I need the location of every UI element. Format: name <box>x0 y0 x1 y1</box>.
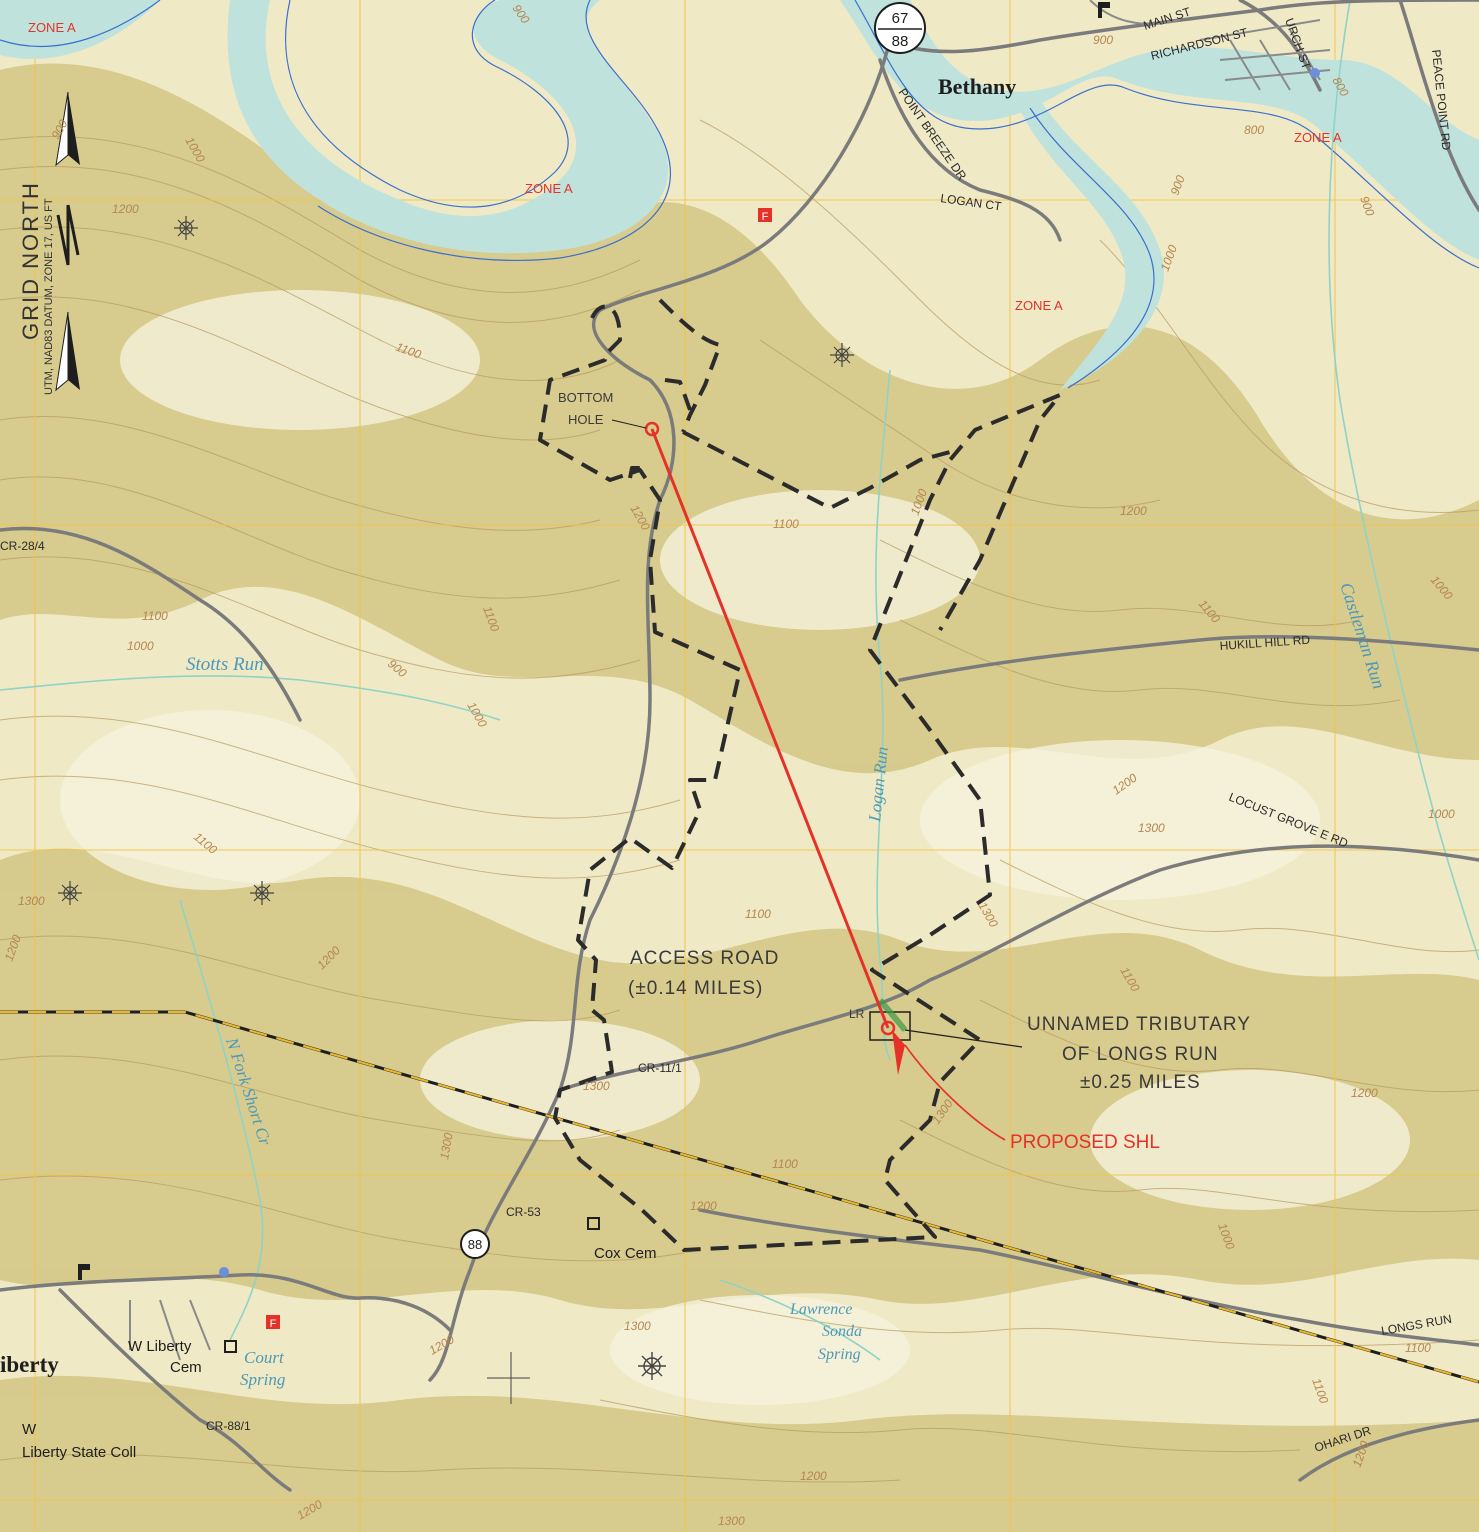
tributary-label: OF LONGS RUN <box>1062 1044 1219 1065</box>
street-label: HUKILL HILL RD <box>1219 633 1311 653</box>
access-road-label: ACCESS ROAD <box>630 948 779 969</box>
tributary-label: UNNAMED TRIBUTARY <box>1027 1014 1251 1035</box>
north-arrow: GRID NORTH UTM, NAD83 DATUM, ZONE 17, US… <box>18 91 80 395</box>
svg-text:1000: 1000 <box>1428 807 1455 821</box>
town-label-liberty: iberty <box>0 1352 59 1377</box>
street-label: CR-88/1 <box>206 1419 251 1433</box>
flood-zone-label: ZONE A <box>28 20 76 35</box>
svg-text:1200: 1200 <box>112 202 139 216</box>
spring-label: Court <box>244 1348 285 1367</box>
access-road-length: (±0.14 MILES) <box>628 978 763 999</box>
svg-text:F: F <box>762 211 769 223</box>
river-floodplain <box>0 0 1479 390</box>
svg-text:1300: 1300 <box>718 1514 745 1528</box>
town-streets <box>129 0 1331 1361</box>
svg-text:800: 800 <box>1244 123 1264 137</box>
svg-text:1300: 1300 <box>624 1319 651 1333</box>
cemetery-label: Cox Cem <box>594 1245 657 1262</box>
svg-text:1100: 1100 <box>773 517 799 531</box>
well-pad-label: LR <box>849 1007 865 1021</box>
tributary-length: ±0.25 MILES <box>1080 1072 1201 1093</box>
svg-text:900: 900 <box>1168 173 1188 197</box>
north-arrow-title: GRID NORTH <box>18 181 43 340</box>
street-label: CR-11/1 <box>638 1061 682 1075</box>
cemetery-icon <box>587 1217 600 1230</box>
svg-text:1100: 1100 <box>745 907 771 921</box>
svg-text:1100: 1100 <box>142 609 168 623</box>
bottom-hole-label: BOTTOM <box>558 390 613 405</box>
town-label-bethany: Bethany <box>938 74 1016 99</box>
surface-hole-marker[interactable] <box>880 1020 896 1036</box>
terrain-shading <box>0 63 1479 1532</box>
svg-text:1200: 1200 <box>690 1199 717 1213</box>
cemetery-label: W Liberty <box>128 1338 192 1355</box>
shield-route-88-bottom: 88 <box>468 1237 482 1252</box>
street-label: CR-28/4 <box>0 539 45 553</box>
bottom-hole-leader <box>611 419 647 429</box>
mine-icon <box>830 343 854 367</box>
svg-text:1200: 1200 <box>800 1469 827 1483</box>
college-label: W <box>22 1421 37 1438</box>
church-icon <box>1098 2 1110 18</box>
spring-label: Sonda <box>822 1323 862 1340</box>
water-tank-icon <box>1310 68 1320 78</box>
shield-route-88: 88 <box>892 33 909 50</box>
benchmark-cross <box>487 1352 530 1404</box>
cemetery-icon <box>224 1340 237 1353</box>
mine-icon <box>250 881 274 905</box>
proposed-shl-label: PROPOSED SHL <box>1010 1132 1160 1153</box>
svg-text:1000: 1000 <box>127 639 154 653</box>
spring-icon <box>638 1352 666 1380</box>
fire-station-icon: F <box>758 208 772 223</box>
fire-station-icon: F <box>266 1315 280 1330</box>
north-arrow-datum: UTM, NAD83 DATUM, ZONE 17, US FT <box>43 198 55 395</box>
streams <box>0 0 1479 389</box>
bottom-hole-label: HOLE <box>568 412 604 427</box>
flood-zone-label: ZONE A <box>1015 298 1063 313</box>
svg-text:900: 900 <box>1093 33 1113 47</box>
college-label: Liberty State Coll <box>22 1444 136 1461</box>
minor-streams <box>0 0 1479 1361</box>
spring-label: Spring <box>818 1346 861 1363</box>
well-lateral-line <box>650 428 890 1029</box>
leader-lines <box>892 1029 1023 1141</box>
svg-text:1200: 1200 <box>1351 1086 1378 1100</box>
svg-text:1100: 1100 <box>772 1157 798 1171</box>
mine-icon <box>174 216 198 240</box>
bottom-hole-marker[interactable] <box>644 421 660 437</box>
flood-zone-label: ZONE A <box>1294 130 1342 145</box>
well-pad <box>869 998 911 1041</box>
church-icon <box>78 1264 90 1280</box>
spring-label: Lawrence <box>789 1301 853 1318</box>
county-line <box>0 1010 1479 1384</box>
shield-route-67: 67 <box>892 10 909 27</box>
svg-text:1300: 1300 <box>437 1131 455 1160</box>
highway-shield-bottom[interactable]: 88 <box>460 1229 490 1259</box>
mine-icon <box>58 881 82 905</box>
flood-zone-label: ZONE A <box>525 181 573 196</box>
svg-text:F: F <box>270 1318 277 1330</box>
stream-label: Stotts Run <box>186 654 264 675</box>
spring-label: Spring <box>240 1370 285 1389</box>
svg-text:900: 900 <box>1357 194 1377 218</box>
svg-text:1300: 1300 <box>1138 821 1165 835</box>
lease-boundary <box>538 298 1062 1252</box>
svg-text:1300: 1300 <box>583 1079 610 1093</box>
street-label: CR-53 <box>506 1205 541 1219</box>
cemetery-label: Cem <box>170 1359 202 1376</box>
svg-text:1100: 1100 <box>1405 1341 1431 1355</box>
water-tank-icon <box>219 1267 229 1277</box>
highway-shield-top[interactable]: 67 88 <box>874 2 926 54</box>
svg-text:1200: 1200 <box>1120 504 1147 518</box>
roads <box>0 0 1479 1492</box>
svg-text:1300: 1300 <box>18 894 45 908</box>
